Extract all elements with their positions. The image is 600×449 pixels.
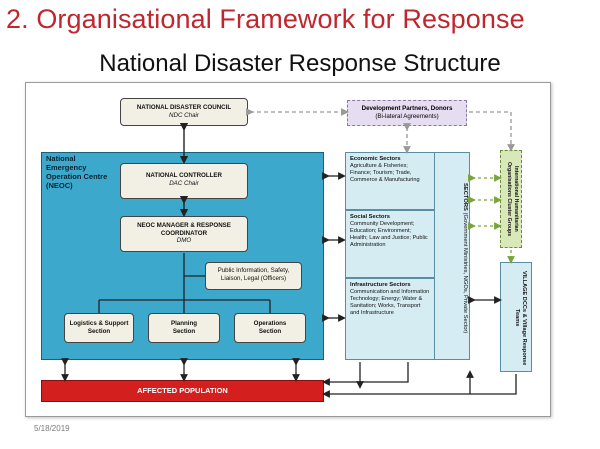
village-box: VILLAGE DCCs & Village Response Teams xyxy=(500,262,532,372)
intl-label: International Humanitarian Organisations… xyxy=(506,161,519,237)
logistics-title: Logistics & Support Section xyxy=(69,320,129,335)
slide-subtitle: National Disaster Response Structure xyxy=(99,50,501,77)
planning-box: Planning Section xyxy=(148,313,220,343)
ndc-title: NATIONAL DISASTER COUNCIL xyxy=(136,104,232,111)
dev-intl-dashed xyxy=(469,111,515,152)
manager-sub: DMO xyxy=(176,237,192,244)
ndc-box: NATIONAL DISASTER COUNCIL NDC Chair xyxy=(120,98,248,126)
controller-title: NATIONAL CONTROLLER xyxy=(145,172,223,179)
manager-box: NEOC MANAGER & RESPONSE COORDINATOR DMO xyxy=(120,216,248,252)
sectors-side-title: SECTORS xyxy=(462,182,468,211)
controller-sub: DAC Chair xyxy=(169,179,199,187)
dev-partners-sub: (Bi-lateral Agreements) xyxy=(375,112,439,120)
sector-infrastructure-heading: Infrastructure Sectors xyxy=(350,282,411,288)
public-info-box: Public Information, Safety, Liaison, Leg… xyxy=(205,262,302,290)
operations-title: Operations Section xyxy=(253,320,287,335)
manager-title: NEOC MANAGER & RESPONSE COORDINATOR xyxy=(137,222,231,237)
sectors-side-sub: (Government Ministries, NGOs, Private Se… xyxy=(462,212,468,334)
operations-box: Operations Section xyxy=(234,313,306,343)
sector-social-body: Community Development; Education; Enviro… xyxy=(350,221,428,248)
sector-infrastructure-body: Communication and Information Technology… xyxy=(350,289,430,316)
controller-box: NATIONAL CONTROLLER DAC Chair xyxy=(120,163,248,199)
dev-partners-box: Development Partners, Donors (Bi-lateral… xyxy=(347,100,467,126)
slide-title: 2. Organisational Framework for Response xyxy=(6,4,525,34)
logistics-box: Logistics & Support Section xyxy=(64,313,134,343)
public-info-title: Public Information, Safety, Liaison, Leg… xyxy=(217,267,290,282)
planning-title: Planning Section xyxy=(170,320,198,335)
sector-economic-body: Agriculture & Fisheries; Finance; Touris… xyxy=(350,163,420,183)
dev-partners-title: Development Partners, Donors xyxy=(361,105,453,112)
sector-social-heading: Social Sectors xyxy=(350,214,390,220)
slide-date: 5/18/2019 xyxy=(34,424,70,433)
sectors-affected-connector xyxy=(322,362,409,386)
neoc-label: National Emergency Operation Centre (NEO… xyxy=(46,154,108,190)
village-affected-connector xyxy=(322,374,517,398)
sector-economic-heading: Economic Sectors xyxy=(350,156,401,162)
village-label: VILLAGE DCCs & Village Response Teams xyxy=(514,270,527,366)
sector-infrastructure: Infrastructure Sectors Communication and… xyxy=(345,278,435,360)
ndc-sub: NDC Chair xyxy=(169,111,199,119)
sectors-side-label: SECTORS (Government Ministries, NGOs, Pr… xyxy=(437,160,468,356)
sector-economic: Economic Sectors Agriculture & Fisheries… xyxy=(345,152,435,210)
sector-social: Social Sectors Community Development; Ed… xyxy=(345,210,435,278)
